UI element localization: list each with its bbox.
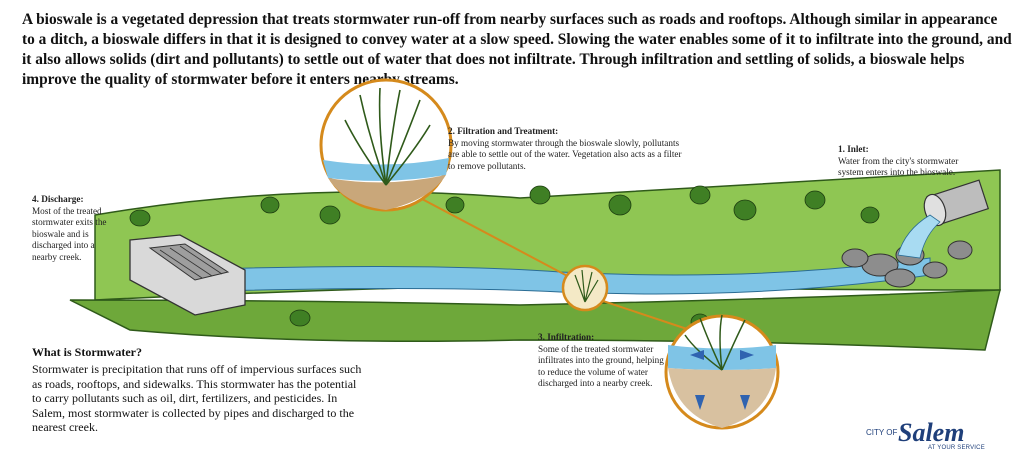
- grass-bank-front: [69, 289, 1001, 351]
- callout-infiltration-title: 3. Infiltration:: [538, 332, 595, 342]
- callout-infiltration: 3. Infiltration: Some of the treated sto…: [538, 332, 666, 390]
- pipe-icon: [897, 179, 990, 259]
- callout-inlet-title: 1. Inlet:: [838, 144, 869, 154]
- shrub: [289, 309, 311, 327]
- shrub: [608, 194, 632, 216]
- grate-icon: [129, 234, 246, 316]
- shrub: [860, 206, 880, 224]
- callout-filtration: 2. Filtration and Treatment: By moving s…: [448, 126, 688, 172]
- rock-icon: [947, 240, 973, 260]
- rock-icon: [841, 248, 869, 268]
- stormwater-title: What is Stormwater?: [32, 345, 142, 359]
- callout-infiltration-text: Some of the treated stormwater infiltrat…: [538, 343, 664, 389]
- filtration-zoom: [319, 78, 453, 212]
- rock-icon: [922, 261, 948, 279]
- city-logo: CITY OF Salem AT YOUR SERVICE: [866, 418, 985, 454]
- shrub: [529, 185, 551, 205]
- shrub: [733, 199, 757, 221]
- callout-discharge: 4. Discharge: Most of the treated stormw…: [32, 194, 112, 263]
- infiltration-leader: [599, 299, 691, 331]
- shrub: [260, 196, 280, 214]
- callout-inlet: 1. Inlet: Water from the city's stormwat…: [838, 144, 968, 179]
- plant-icon: [684, 314, 746, 371]
- logo-tagline: AT YOUR SERVICE: [928, 445, 985, 451]
- shrub: [445, 196, 465, 214]
- stormwater-text: Stormwater is precipitation that runs of…: [32, 362, 362, 434]
- shrubs: [129, 185, 880, 331]
- arrow-icon: [690, 350, 754, 410]
- plant-icon: [344, 87, 431, 186]
- focus-circle: [561, 264, 609, 312]
- logo-prefix: CITY OF: [866, 428, 898, 437]
- callout-discharge-title: 4. Discharge:: [32, 194, 84, 204]
- callout-inlet-text: Water from the city's stormwater system …: [838, 155, 959, 178]
- shrub: [319, 205, 341, 225]
- shrub: [689, 185, 711, 205]
- callout-filtration-text: By moving stormwater through the bioswal…: [448, 137, 682, 171]
- shrub: [804, 190, 826, 210]
- callout-discharge-text: Most of the treated stormwater exits the…: [32, 205, 107, 262]
- intro-paragraph: A bioswale is a vegetated depression tha…: [22, 11, 1012, 88]
- shrub: [129, 209, 151, 227]
- rock-icon: [884, 268, 916, 288]
- stormwater-section: What is Stormwater? Stormwater is precip…: [32, 345, 362, 435]
- logo-name: Salem: [898, 418, 965, 447]
- filtration-leader: [404, 189, 576, 281]
- infiltration-zoom: [664, 314, 780, 430]
- callout-filtration-title: 2. Filtration and Treatment:: [448, 126, 559, 136]
